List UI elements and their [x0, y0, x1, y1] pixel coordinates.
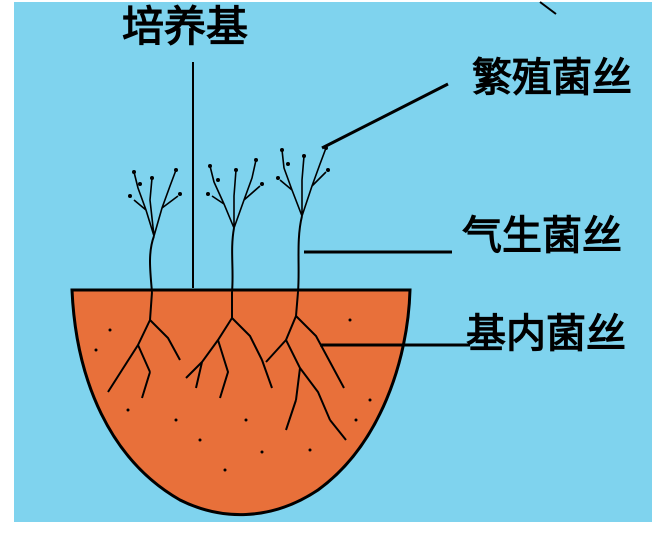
label-culture-medium: 培养基 — [122, 6, 248, 48]
label-reproductive-hyphae: 繁殖菌丝 — [472, 58, 632, 98]
spore-dots — [128, 146, 330, 198]
corner-mark — [540, 2, 556, 14]
aerial-hyphae — [150, 216, 452, 292]
label-substrate-hyphae: 基内菌丝 — [466, 314, 626, 354]
culture-medium-bowl — [72, 290, 410, 515]
reproductive-hyphae — [134, 84, 448, 236]
label-aerial-hyphae: 气生菌丝 — [462, 216, 622, 256]
